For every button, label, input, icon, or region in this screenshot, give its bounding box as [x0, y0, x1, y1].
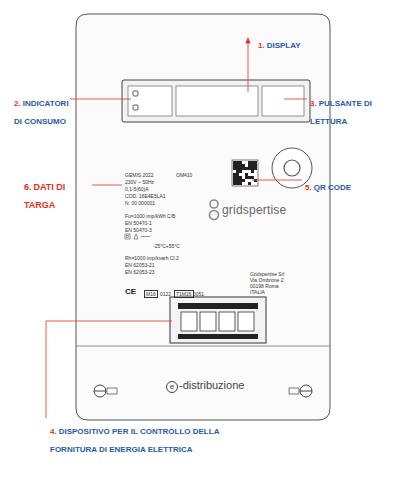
callout-text: PULSANTE DI LETTURA	[310, 99, 372, 126]
label-group: 230V ~ 50Hz	[125, 170, 154, 188]
plate-text: 0051	[193, 291, 204, 297]
plate-mark: M16	[144, 290, 158, 298]
plate-text: Via Ombrone 2	[250, 277, 284, 283]
label-group: M16	[144, 282, 158, 300]
plate-text: Rh=1000 imp/kvarh Cl.2	[125, 255, 179, 261]
plate-text: EN 50470-3	[125, 227, 152, 233]
label-group: e-distribuzione	[166, 375, 244, 393]
brand-logo: e	[166, 381, 178, 393]
label-group: 5.QR CODE	[305, 176, 351, 194]
label-group: T1M26	[174, 282, 194, 300]
plate-text: EN 50470-1	[125, 220, 152, 226]
plate-text: 0,1-5(60)A	[125, 186, 149, 192]
ce-mark: CE	[125, 287, 136, 296]
callout-text: DISPLAY	[267, 41, 301, 50]
plate-text: 230V ~ 50Hz	[125, 179, 154, 185]
label-group: OM410	[176, 163, 192, 181]
plate-text: OM410	[176, 172, 192, 178]
callout-number: 2.	[14, 99, 21, 108]
plate-text: 00198 Roma	[250, 283, 279, 289]
label-group: COD.:16E4E5LA1	[125, 184, 166, 202]
label-group: EN 50470-1	[125, 211, 152, 229]
plate-text: Gridspertise Srl	[250, 271, 284, 277]
callout-number: 6.	[24, 182, 32, 192]
plate-text: EN 62053-23	[125, 269, 154, 275]
callout-text: DISPOSITIVO PER IL CONTROLLO DELLA FORNI…	[50, 427, 219, 454]
plate-text: COD.:16E4E5LA1	[125, 193, 166, 199]
callout-text: QR CODE	[314, 183, 351, 192]
label-group: Fu=1000 imp/kWh C/B	[125, 204, 175, 222]
label-group: ITALIA	[250, 280, 265, 298]
plate-text: EN 62053-21	[125, 262, 154, 268]
label-group: 0,1-5(60)A	[125, 177, 149, 195]
label-group: EN 62053-23	[125, 260, 154, 278]
label-group: 0051	[193, 282, 204, 300]
label-group: EN 50470-3	[125, 218, 152, 236]
label-group: CE	[125, 280, 136, 298]
plate-text: ITALIA	[250, 289, 265, 295]
label-group: 3.PULSANTE DI LETTURA	[310, 92, 394, 129]
label-group: N. 00 000001	[125, 191, 155, 209]
label-group: 4.DISPOSITIVO PER IL CONTROLLO DELLA FOR…	[50, 420, 250, 457]
plate-text: Fu=1000 imp/kWh C/B	[125, 213, 175, 219]
brand-logo: gridspertise	[222, 203, 286, 217]
plate-text: GEMIS 2022	[125, 172, 154, 178]
label-group: -25°C+55°C	[153, 234, 180, 252]
label-group: 6.DATI DI TARGA	[24, 176, 90, 213]
callout-text: INDICATORI DI CONSUMO	[14, 99, 69, 126]
plate-text: N. 00 000001	[125, 200, 155, 206]
callout-number: 1.	[258, 41, 265, 50]
brand-logo: -distribuzione	[179, 379, 244, 391]
callout-number: 4.	[50, 427, 57, 436]
plate-mark: T1M26	[174, 290, 194, 298]
label-group: 0122	[160, 282, 171, 300]
plate-text: -25°C+55°C	[153, 243, 180, 249]
label-group: EN 62053-21	[125, 253, 154, 271]
callout-number: 5.	[305, 183, 312, 192]
label-group: 1.DISPLAY	[258, 34, 301, 52]
label-group: 2.INDICATORI DI CONSUMO	[14, 92, 76, 129]
callout-number: 3.	[310, 99, 317, 108]
label-group: GEMIS 2022	[125, 163, 154, 181]
label-group: Rh=1000 imp/kvarh Cl.2	[125, 246, 179, 264]
plate-text: 0122	[160, 291, 171, 297]
label-group: gridspertise	[222, 200, 286, 218]
